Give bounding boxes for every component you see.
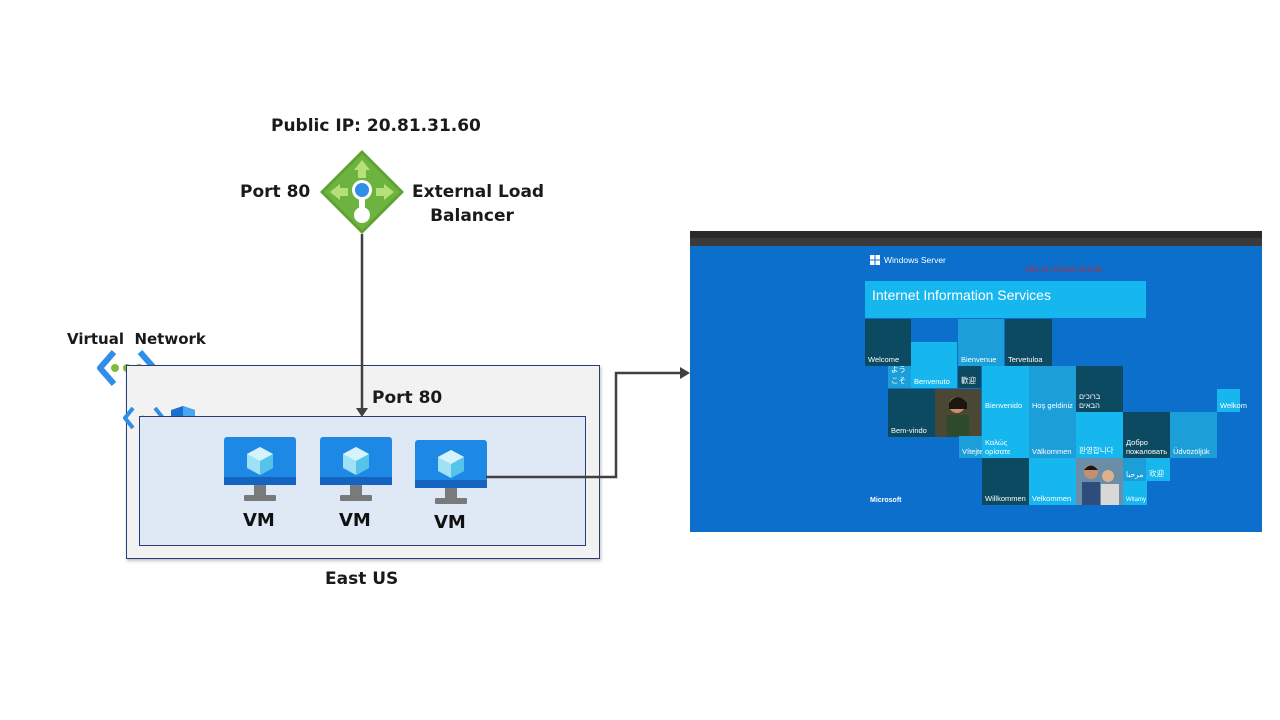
region-label: East US <box>325 569 399 589</box>
tile-witamy: Witamy <box>1123 481 1147 505</box>
windows-server-brand: Windows Server <box>884 255 946 265</box>
tile-kanying: 歡迎 <box>958 366 981 388</box>
tile-tervetuloa: Tervetuloa <box>1005 319 1052 366</box>
tile-vitejte: Vítejte <box>959 436 983 458</box>
tile-hosgeldiniz: Hoş geldiniz <box>1029 366 1076 412</box>
people-photo <box>1076 458 1123 505</box>
tile-hebrew: ברוכים הבאים <box>1076 366 1123 412</box>
lb-name-line2: Balancer <box>430 206 514 226</box>
tile-welcome: Welcome <box>865 319 911 366</box>
tile-udvozoljuk: Üdvözöljük <box>1170 412 1217 458</box>
tile-welkom: Welkom <box>1217 389 1247 412</box>
vm-label: VM <box>339 510 371 531</box>
vm-icon <box>320 437 392 501</box>
load-balancer-icon <box>320 150 404 234</box>
microsoft-footer: Microsoft <box>870 497 902 504</box>
tile-velkommen: Velkommen <box>1029 458 1076 505</box>
subnet-port-label: Port 80 <box>372 388 443 408</box>
iis-welcome-screenshot: Windows Server HELLO FROM AZURE Internet… <box>690 231 1262 532</box>
tile-benvenuto: Benvenuto <box>911 366 957 388</box>
tile-arabic: مرحبا <box>1123 458 1146 481</box>
tile-bienvenido: Bienvenido <box>982 366 1029 412</box>
tile-valkommen: Välkommen <box>1029 412 1076 458</box>
lb-to-subnet-arrow <box>356 234 368 417</box>
tile-youkoso: ようこそ <box>888 365 911 388</box>
browser-tab-bar <box>690 231 1262 238</box>
custom-red-message: HELLO FROM AZURE <box>1026 266 1104 274</box>
vm-icon <box>224 437 296 501</box>
person-photo <box>935 389 981 437</box>
vm-label: VM <box>243 510 275 531</box>
vm-label: VM <box>434 512 466 533</box>
lb-name-line1: External Load <box>412 182 545 202</box>
tile-greek: Καλώς ορίσατε <box>982 412 1029 458</box>
tile-huanying: 欢迎 <box>1146 458 1170 481</box>
tile-blank <box>911 342 957 366</box>
tile-korean: 환영합니다 <box>1076 412 1123 458</box>
iis-banner: Internet Information Services <box>865 281 1146 318</box>
tile-willkommen: Willkommen <box>982 458 1029 505</box>
tile-bemvindo: Bem-vindo <box>888 389 935 437</box>
vm-icon <box>415 440 487 504</box>
vm-to-website-arrow <box>486 367 690 479</box>
vnet-label: Virtual Network <box>67 330 206 348</box>
lb-port-label: Port 80 <box>240 182 311 202</box>
tile-bienvenue: Bienvenue <box>958 319 1004 366</box>
public-ip-label: Public IP: 20.81.31.60 <box>271 116 481 136</box>
tile-russian: Добро пожаловать <box>1123 412 1170 458</box>
windows-logo-icon <box>870 255 880 265</box>
browser-address-bar <box>690 238 1262 246</box>
